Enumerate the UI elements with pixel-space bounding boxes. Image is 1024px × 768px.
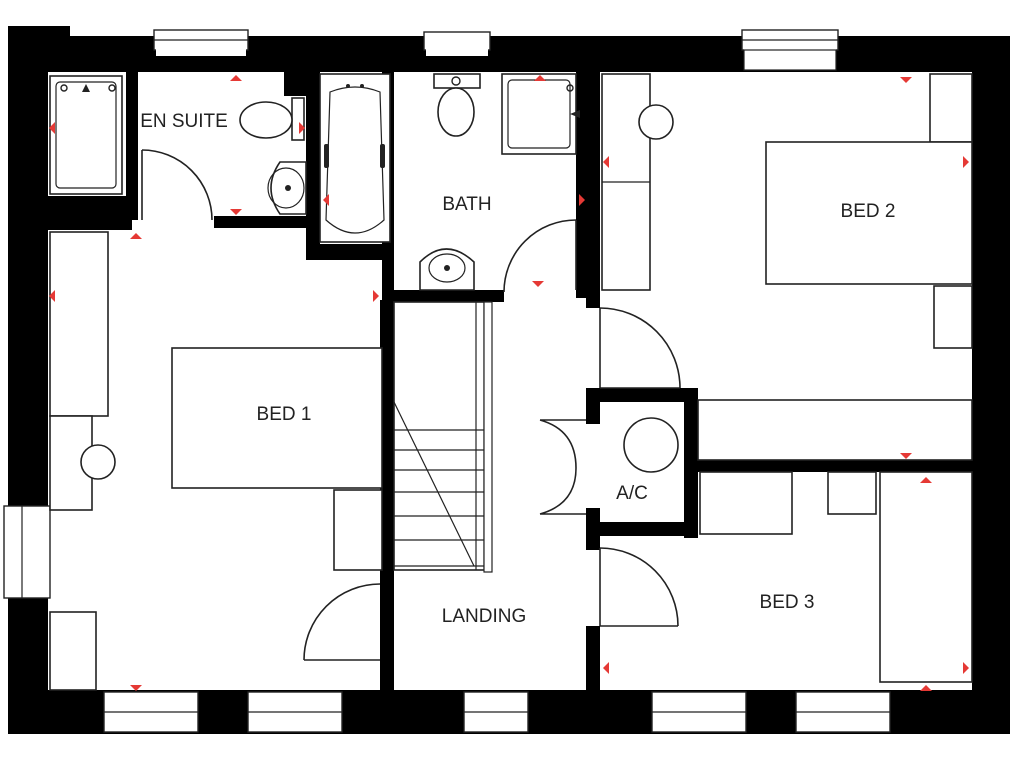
bath-fixtures (319, 73, 580, 291)
electrical-point-marker-icon (373, 290, 379, 302)
electrical-point-marker-icon (920, 685, 932, 691)
bed-outline (879, 471, 973, 683)
window-icon (795, 691, 891, 733)
electrical-point-marker-icon (603, 156, 609, 168)
door-swing-icon (503, 219, 577, 293)
electrical-point-marker-icon (299, 122, 305, 134)
window-icon (247, 691, 343, 733)
shower-tray-icon (501, 73, 580, 155)
room-label-bed-3: BED 3 (760, 592, 815, 613)
chest-of-drawers (49, 611, 97, 691)
room-label-en-suite: EN SUITE (140, 111, 228, 132)
bed-outline (171, 347, 383, 489)
electrical-point-marker-icon (130, 233, 142, 239)
electrical-point-marker-icon (230, 75, 242, 81)
electrical-point-marker-icon (532, 281, 544, 287)
electrical-point-marker-icon (603, 662, 609, 674)
window-icon (153, 29, 249, 56)
internal-walls (48, 72, 974, 694)
boiler-cylinder-icon (623, 417, 679, 473)
window-icon (103, 691, 199, 733)
window-icon (741, 29, 839, 71)
room-label-bath: BATH (442, 194, 491, 215)
toilet-icon (433, 73, 481, 137)
bedside-table (929, 73, 973, 143)
electrical-point-marker-icon (49, 290, 55, 302)
en-suite-fixtures (49, 75, 307, 215)
furniture (49, 73, 973, 691)
wardrobe-outline (49, 231, 109, 417)
window-icon (3, 505, 51, 599)
basin-icon (267, 161, 307, 215)
room-label-bed-2: BED 2 (841, 201, 896, 222)
electrical-point-marker-icon (323, 194, 329, 206)
door-swing-icon (599, 547, 679, 627)
electrical-point-marker-icon (900, 453, 912, 459)
lamp-icon (638, 104, 674, 140)
chest-of-drawers (699, 471, 793, 535)
window-icon (651, 691, 747, 733)
bedside-table (827, 471, 877, 515)
door-swing-icon (539, 419, 586, 515)
room-label-ac: A/C (616, 483, 648, 504)
windows (3, 29, 891, 733)
window-icon (463, 691, 529, 733)
electrical-markers (49, 75, 969, 691)
electrical-point-marker-icon (963, 662, 969, 674)
room-label-landing: LANDING (442, 606, 526, 627)
door-swing-icon (141, 149, 213, 221)
window-icon (423, 31, 491, 56)
electrical-point-marker-icon (920, 477, 932, 483)
shower-tray-icon (49, 75, 123, 195)
doors (141, 149, 681, 661)
bedside-table (933, 285, 973, 349)
bed-outline (765, 141, 973, 285)
bathtub-icon (319, 73, 391, 243)
electrical-point-marker-icon (963, 156, 969, 168)
electrical-point-marker-icon (49, 122, 55, 134)
stairs-icon (393, 301, 493, 573)
electrical-point-marker-icon (230, 209, 242, 215)
bulkhead (697, 399, 973, 461)
room-label-bed-1: BED 1 (257, 404, 312, 425)
toilet-icon (239, 97, 305, 141)
room-labels: EN SUITE BATH BED 1 BED 2 A/C LANDING BE… (140, 111, 895, 627)
electrical-point-marker-icon (900, 77, 912, 83)
lamp-icon (80, 444, 116, 480)
basin-icon (419, 248, 475, 291)
bedside-table (333, 489, 383, 571)
electrical-point-marker-icon (534, 75, 546, 81)
electrical-point-marker-icon (579, 194, 585, 206)
electrical-point-marker-icon (130, 685, 142, 691)
door-swing-icon (303, 583, 381, 661)
door-swing-icon (599, 307, 681, 389)
